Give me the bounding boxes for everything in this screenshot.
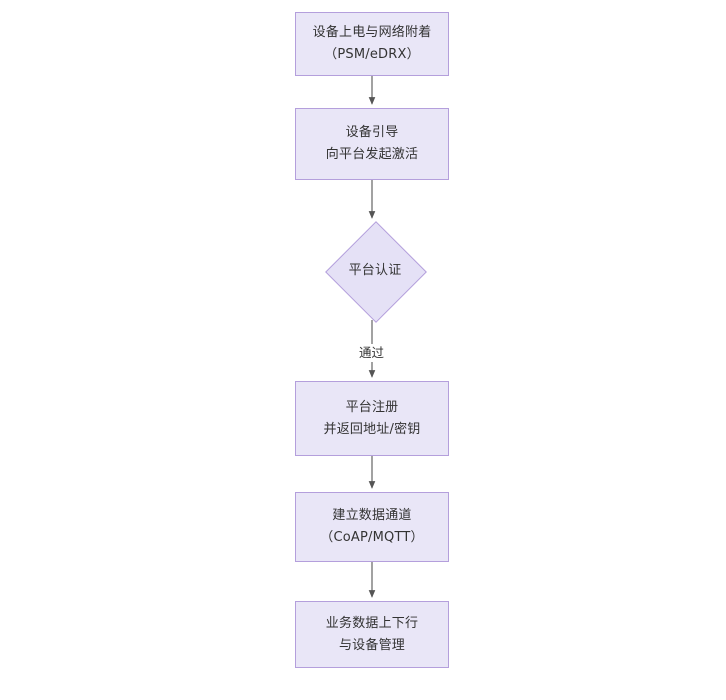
edge-label-pass: 通过 xyxy=(356,344,388,362)
node-device-bootstrap[interactable]: 设备引导 向平台发起激活 xyxy=(295,108,449,180)
edge-label-text: 通过 xyxy=(359,345,385,360)
node-label: 设备上电与网络附着 （PSM/eDRX） xyxy=(312,25,432,62)
node-establish-data-channel[interactable]: 建立数据通道 （CoAP/MQTT） xyxy=(295,492,449,562)
node-platform-authentication[interactable]: 平台认证 xyxy=(325,221,427,323)
node-label: 业务数据上下行 与设备管理 xyxy=(325,615,419,653)
node-label: 平台注册 并返回地址/密钥 xyxy=(323,399,421,437)
node-platform-registration[interactable]: 平台注册 并返回地址/密钥 xyxy=(295,381,449,456)
node-device-power-on[interactable]: 设备上电与网络附着 （PSM/eDRX） xyxy=(295,12,449,76)
node-business-data-and-device-management[interactable]: 业务数据上下行 与设备管理 xyxy=(295,601,449,668)
node-label: 建立数据通道 （CoAP/MQTT） xyxy=(320,508,424,545)
node-label: 平台认证 xyxy=(348,263,402,278)
node-label: 设备引导 向平台发起激活 xyxy=(325,125,419,162)
